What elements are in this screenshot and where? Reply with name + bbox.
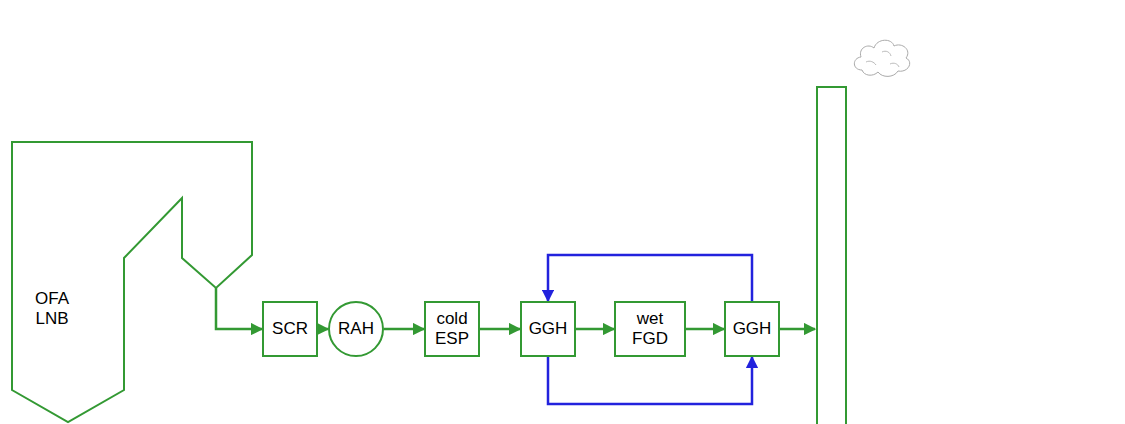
flue-gas-connector [384, 328, 424, 331]
node-label: SCR [266, 319, 314, 339]
process-box: GGH [520, 301, 576, 357]
heat-loop-connector [548, 357, 752, 404]
heat-loop-connector [548, 255, 752, 301]
node-label: GGH [728, 319, 776, 339]
flue-gas-connector [686, 328, 724, 331]
node-label: OFA LNB [28, 289, 76, 329]
smoke-detail [866, 51, 899, 67]
flue-gas-connector [576, 328, 614, 331]
flue-arrow [780, 328, 815, 331]
air-heater-circle: RAH [328, 301, 384, 357]
node-label: RAH [332, 319, 380, 339]
stack [817, 87, 846, 424]
boiler-outline [12, 142, 252, 424]
flue-gas-connector [216, 288, 262, 329]
process-box: wet FGD [614, 301, 686, 357]
boiler-shape [12, 142, 252, 422]
process-box: GGH [724, 301, 780, 357]
flue-gas-connector [480, 328, 520, 331]
node-label: GGH [524, 319, 572, 339]
process-box: cold ESP [424, 301, 480, 357]
process-box: SCR [262, 301, 318, 357]
node-label: cold ESP [428, 309, 476, 349]
node-label: wet FGD [626, 309, 674, 349]
boiler-furnace: OFA LNB [12, 142, 252, 424]
smoke-cloud [854, 40, 909, 76]
flue-gas-connector [318, 328, 328, 331]
